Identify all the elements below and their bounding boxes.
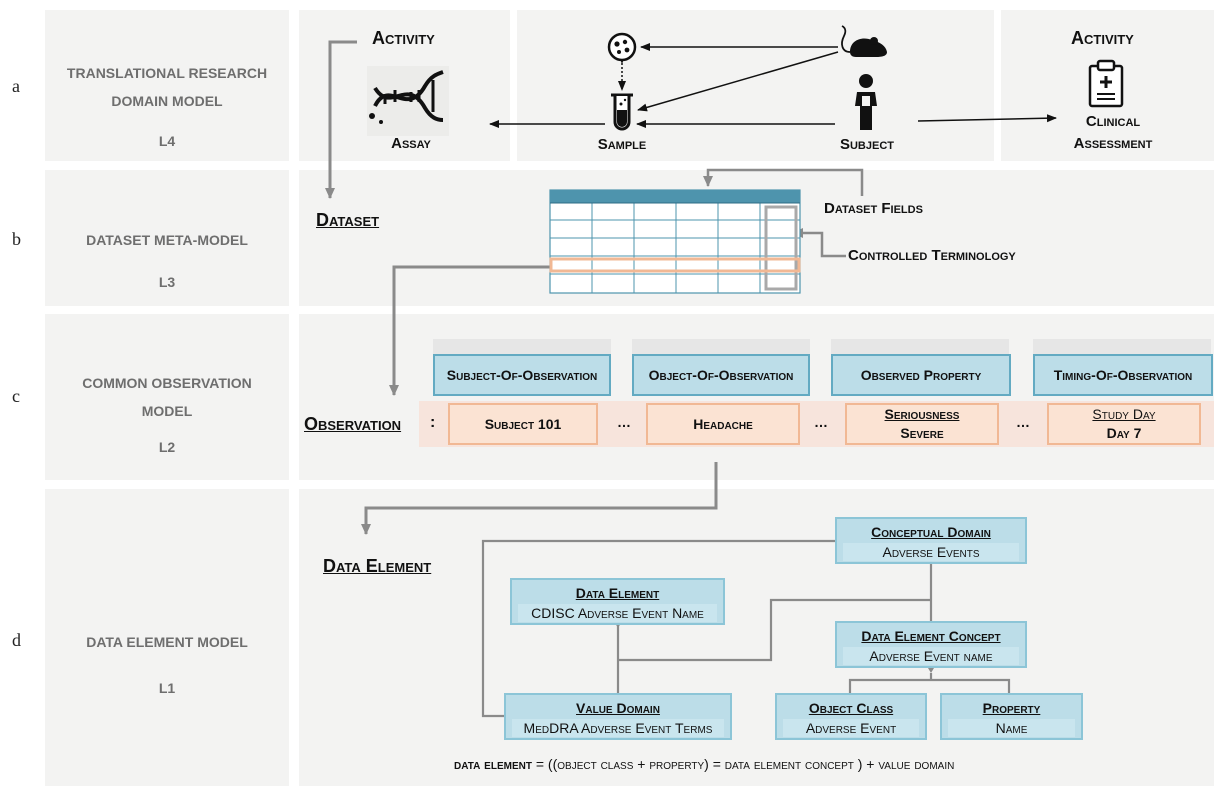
- row-b-label-panel: [45, 170, 289, 306]
- row-letter-a: a: [12, 76, 20, 96]
- assay-label: Assay: [391, 135, 431, 152]
- object-class-value: Adverse Event: [783, 719, 919, 737]
- row-a-sample-subject-panel: [517, 10, 994, 161]
- box-object-class: Object Class Adverse Event: [775, 693, 927, 740]
- arrow-subject-to-clinical: [917, 114, 1057, 123]
- clinical-assessment-label: Clinical Assessment: [1055, 111, 1171, 155]
- row-c-label-line1: Common Observation: [82, 375, 252, 391]
- petri-dish-icon: [607, 32, 637, 62]
- header-subject-of-observation: Subject-Of-Observation: [433, 354, 611, 396]
- data-element-concept-value: Adverse Event name: [843, 647, 1019, 665]
- observation-title: Observation: [304, 414, 402, 434]
- header-observed-property: Observed Property: [831, 354, 1011, 396]
- value-headache-text: Headache: [693, 415, 753, 432]
- row-d-label-line1: Data Element Model: [86, 634, 248, 650]
- box-data-element-concept: Data Element Concept Adverse Event name: [835, 621, 1027, 668]
- value-headache: Headache: [646, 403, 800, 445]
- row-letter-b: b: [12, 229, 21, 249]
- row-c-label-panel: [45, 314, 289, 480]
- value-study-day: Study Day Day 7: [1047, 403, 1201, 445]
- sample-label: Sample: [597, 136, 647, 153]
- value-seriousness-property: Seriousness: [884, 406, 960, 422]
- row-b-label-line1: Dataset Meta-Model: [86, 232, 248, 248]
- data-element-box-value: CDISC Adverse Event Name: [518, 604, 717, 622]
- header-timing-of-observation: Timing-Of-Observation: [1033, 354, 1213, 396]
- row-b-level: L3: [158, 274, 176, 290]
- data-element-box-title: Data Element: [575, 585, 660, 601]
- dna-icon: [367, 66, 449, 136]
- dataset-title: Dataset: [316, 210, 380, 230]
- value-domain-title: Value Domain: [576, 700, 660, 716]
- clinical-label-line2: Assessment: [1073, 135, 1153, 152]
- person-icon: [855, 74, 877, 130]
- row-letter-d: d: [12, 630, 21, 650]
- row-a-level: L4: [158, 133, 176, 149]
- test-tube-icon: [611, 93, 633, 131]
- formula-rest: = ((object class + property) = data elem…: [535, 756, 955, 772]
- row-a-label: Translational Research Domain Model L4: [45, 59, 289, 155]
- value-subject-101-text: Subject 101: [484, 415, 562, 432]
- activity-left-title: Activity: [372, 28, 435, 48]
- clipboard-icon: [1088, 59, 1124, 108]
- observation-colon: :: [430, 414, 436, 431]
- mouse-icon: [841, 25, 887, 57]
- property-title: Property: [982, 700, 1041, 716]
- ellipsis-2: …: [814, 414, 828, 430]
- formula-bold: data element: [454, 756, 532, 772]
- connector-observation-to-data-element: [361, 462, 718, 535]
- conceptual-domain-value: Adverse Events: [843, 543, 1019, 561]
- header-object-of-observation: Object-Of-Observation: [632, 354, 810, 396]
- data-element-concept-title: Data Element Concept: [861, 628, 1001, 644]
- row-a-label-line2: Domain Model: [111, 93, 223, 109]
- row-d-level: L1: [158, 680, 176, 696]
- value-study-day-text: Day 7: [1106, 425, 1142, 441]
- value-study-day-property: Study Day: [1092, 406, 1156, 422]
- property-value: Name: [948, 719, 1075, 737]
- value-seriousness: Seriousness Severe: [845, 403, 999, 445]
- line-dec-branch: [618, 598, 931, 662]
- connector-controlled-terminology: [792, 228, 846, 258]
- clinical-label-line1: Clinical: [1085, 113, 1141, 130]
- connector-dataset-to-observation: [389, 265, 552, 396]
- conceptual-domain-title: Conceptual Domain: [871, 524, 991, 540]
- row-b-label: Dataset Meta-Model L3: [45, 226, 289, 296]
- row-d-label: Data Element Model L1: [45, 628, 289, 702]
- connector-activity-to-dataset: [325, 40, 357, 199]
- dataset-fields-label: Dataset Fields: [824, 200, 923, 217]
- object-class-title: Object Class: [808, 700, 894, 716]
- box-property: Property Name: [940, 693, 1083, 740]
- formula-line: data element = ((object class + property…: [454, 756, 954, 772]
- row-d-label-panel: [45, 489, 289, 786]
- subject-label: Subject: [839, 136, 894, 153]
- row-letter-c: c: [12, 386, 20, 406]
- arrow-mouse-to-tube: [637, 51, 839, 112]
- row-a-label-panel: [45, 10, 289, 161]
- data-element-title: Data Element: [323, 556, 432, 576]
- activity-right-title: Activity: [1071, 28, 1134, 48]
- row-c-label-line2: Model: [141, 403, 193, 419]
- box-data-element: Data Element CDISC Adverse Event Name: [510, 578, 725, 625]
- controlled-terminology-label: Controlled Terminology: [848, 247, 1016, 264]
- ellipsis-3: …: [1016, 414, 1030, 430]
- value-subject-101: Subject 101: [448, 403, 598, 445]
- box-conceptual-domain: Conceptual Domain Adverse Events: [835, 517, 1027, 564]
- row-a-label-line1: Translational Research: [66, 65, 268, 81]
- value-seriousness-text: Severe: [900, 425, 944, 441]
- ellipsis-1: …: [617, 414, 631, 430]
- row-c-label: Common Observation Model L2: [45, 369, 289, 461]
- value-domain-value: MedDRA Adverse Event Terms: [512, 719, 724, 737]
- row-c-level: L2: [158, 439, 176, 455]
- box-value-domain: Value Domain MedDRA Adverse Event Terms: [504, 693, 732, 740]
- dataset-table-icon: [549, 189, 801, 294]
- connector-dataset-fields: [703, 168, 864, 196]
- line-conceptual-to-value-domain: [481, 539, 836, 718]
- line-dec-to-children: [848, 678, 1011, 694]
